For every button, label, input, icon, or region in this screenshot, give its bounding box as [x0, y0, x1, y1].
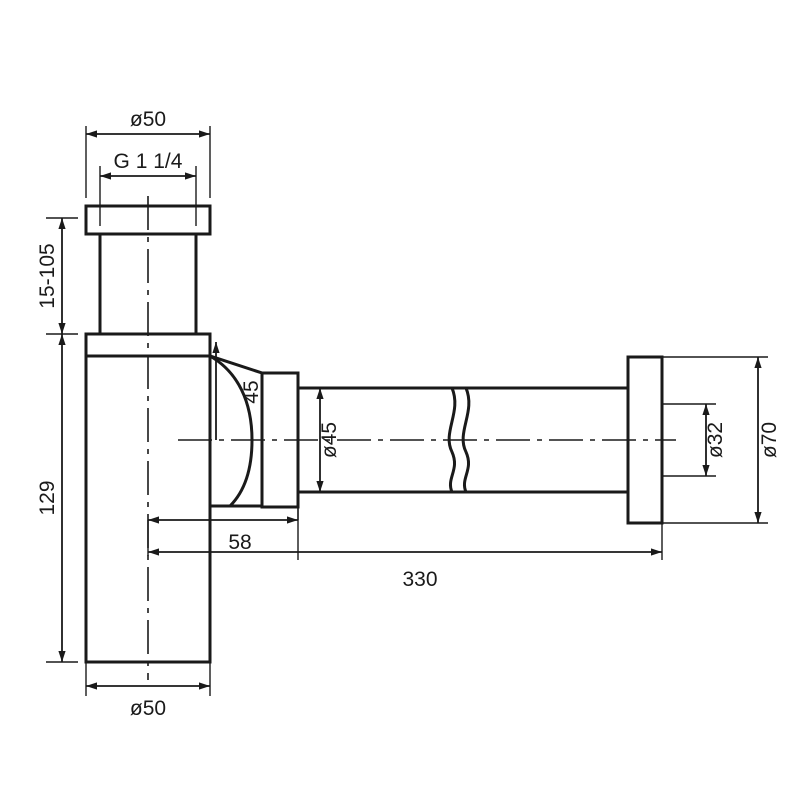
- label-elbow-length-58: 58: [228, 531, 251, 554]
- label-top-diameter: ø50: [130, 108, 166, 131]
- dimension-labels: ø50 G 1 1/4 15-105 129 45 ø45 ø70 ø32 58…: [36, 108, 781, 720]
- label-bottom-diameter: ø50: [130, 697, 166, 720]
- dimension-arrows: [58, 130, 762, 690]
- center-lines: [147, 196, 676, 680]
- label-total-length-330: 330: [402, 568, 437, 591]
- label-adjustable-height: 15-105: [36, 243, 59, 308]
- label-outlet-offset-45: 45: [240, 380, 263, 403]
- label-flange-diameter-70: ø70: [758, 422, 781, 458]
- pipe-break-symbol-2: [461, 387, 471, 493]
- label-body-height: 129: [36, 480, 59, 515]
- label-outlet-diameter-45: ø45: [318, 422, 341, 458]
- label-pipe-diameter-32: ø32: [704, 422, 727, 458]
- trap-body-outline: [84, 204, 664, 664]
- pipe-break-symbol-1: [447, 387, 457, 493]
- label-thread-size: G 1 1/4: [114, 150, 183, 173]
